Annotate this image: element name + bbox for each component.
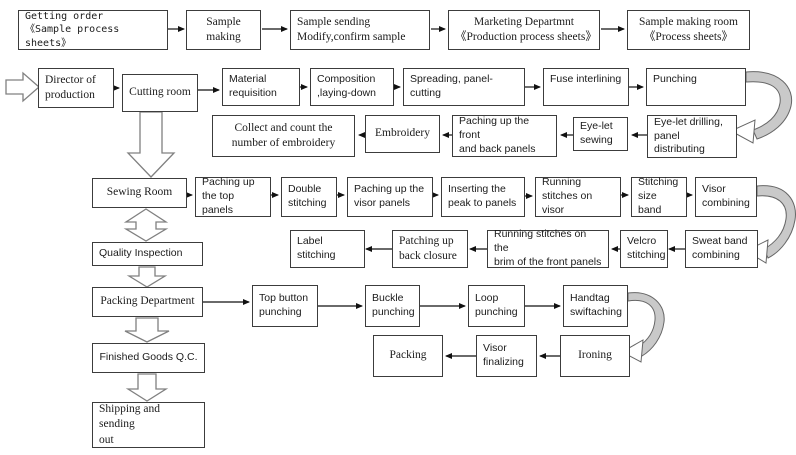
block-arrow-down-packing-to-finished-icon: [124, 317, 170, 343]
node-cutting-room: Cutting room: [122, 74, 198, 112]
node-paching-visor-panels: Paching up the visor panels: [347, 177, 433, 217]
node-getting-order: Getting order 《Sample process sheets》: [18, 10, 168, 50]
node-visor-finalizing: Visor finalizing: [476, 335, 537, 377]
node-embroidery: Embroidery: [365, 115, 440, 153]
node-spreading-panel-cutting: Spreading, panel-cutting: [403, 68, 525, 106]
node-composition-laying-down: Composition ,laying-down: [310, 68, 394, 106]
uturn-arrows: [620, 71, 796, 363]
node-collect-count-embroidery: Collect and count the number of embroide…: [212, 115, 355, 157]
node-running-stitches-brim: Running stitches on the brim of the fron…: [487, 228, 609, 268]
node-patching-back-closure: Patching up back closure: [392, 230, 468, 268]
node-double-stitching: Double stitching: [281, 177, 337, 217]
node-sample-making-room: Sample making room 《Process sheets》: [627, 10, 750, 50]
node-shipping-sending-out: Shipping and sending out: [92, 402, 205, 448]
node-eyelet-sewing: Eye-let sewing: [573, 117, 628, 151]
node-buckle-punching: Buckle punching: [365, 285, 420, 327]
flow-arrows: [113, 26, 693, 359]
uturn-arrowhead-row6-row7-icon: [620, 339, 644, 363]
node-material-requisition: Material requisition: [222, 68, 300, 106]
node-director-of-production: Director of production: [38, 68, 114, 108]
block-arrow-down-cutting-to-sewing-icon: [126, 111, 176, 178]
node-loop-punching: Loop punching: [468, 285, 525, 327]
block-arrow-double-sewing-to-quality-icon: [123, 208, 169, 242]
node-running-stitches-visor: Running stitches on visor: [535, 176, 621, 217]
node-sample-making: Sample making: [186, 10, 261, 50]
uturn-arrowhead-row2-row3-icon: [729, 119, 756, 144]
node-sewing-room: Sewing Room: [92, 178, 187, 208]
node-sweat-band-combining: Sweat band combining: [685, 230, 758, 268]
node-stitching-size-band: Stitching size band: [631, 176, 687, 217]
node-visor-combining: Visor combining: [695, 177, 757, 217]
node-finished-goods-qc: Finished Goods Q.C.: [92, 343, 205, 373]
node-paching-front-back-panels: Paching up the front and back panels: [452, 115, 557, 157]
block-arrows: [5, 71, 176, 402]
node-packing: Packing: [373, 335, 443, 377]
node-ironing: Ironing: [560, 335, 630, 377]
node-inserting-peak: Inserting the peak to panels: [441, 177, 525, 217]
block-arrow-down-finished-to-shipping-icon: [125, 373, 169, 402]
node-packing-department: Packing Department: [92, 287, 203, 317]
node-quality-inspection: Quality Inspection: [92, 242, 203, 266]
node-handtag-swiftaching: Handtag swiftaching: [563, 285, 628, 327]
block-arrow-down-quality-to-packing-icon: [126, 266, 168, 288]
node-fuse-interlining: Fuse interlining: [543, 68, 629, 106]
node-eyelet-drilling: Eye-let drilling, panel distributing: [647, 115, 737, 158]
node-paching-top-panels: Paching up the top panels: [195, 176, 271, 217]
node-sample-sending: Sample sending Modify,confirm sample: [290, 10, 430, 50]
node-label-stitching: Label stitching: [290, 230, 365, 268]
node-marketing-department: Marketing Departmnt 《Production process …: [448, 10, 600, 50]
node-velcro-stitching: Velcro stitching: [620, 230, 668, 268]
block-arrow-right-input-icon: [5, 71, 40, 103]
node-punching: Punching: [646, 68, 746, 106]
uturn-arrow-row2-row3-icon: [745, 71, 793, 140]
node-top-button-punching: Top button punching: [252, 285, 318, 327]
